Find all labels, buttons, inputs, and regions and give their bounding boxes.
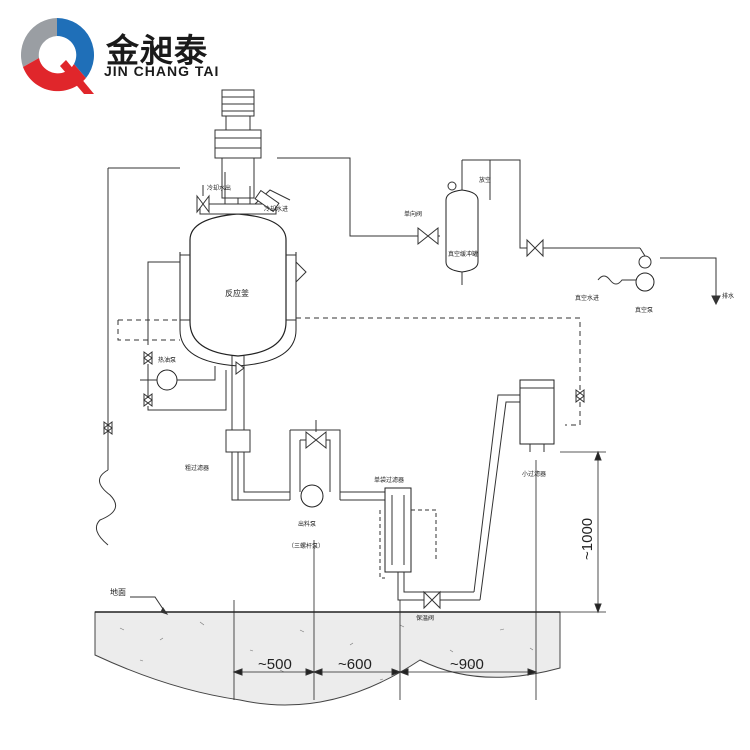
dimension-900: ~900 — [450, 656, 484, 673]
label-discharge-pump-type: （三螺杆泵） — [288, 542, 324, 550]
vacuum-line — [277, 157, 440, 237]
dimension-500: ~500 — [258, 656, 292, 673]
label-ground: 地面 — [110, 587, 126, 597]
label-vacuum-buffer: 真空缓冲罐 — [448, 250, 478, 258]
label-check-valve: 单向阀 — [404, 210, 422, 218]
coarse-filter — [225, 429, 251, 453]
return-line-dashed — [117, 317, 581, 390]
discharge-pump — [300, 484, 324, 508]
vacuum-buffer-tank — [445, 189, 479, 273]
small-filter — [519, 379, 555, 445]
vacuum-pump — [635, 272, 655, 292]
brand-logo-icon — [20, 17, 95, 94]
motor — [221, 89, 255, 117]
label-small-filter: 小过滤器 — [522, 470, 546, 478]
label-cooling-water-in: 冷却水进 — [264, 205, 288, 213]
label-coarse-filter: 粗过滤器 — [185, 464, 209, 472]
brand-name-cn: 金昶泰 — [106, 31, 208, 70]
label-vacuum-pump: 真空泵 — [635, 306, 653, 314]
ground-surface — [94, 611, 561, 706]
label-discharge-pump: 出料泵 — [298, 520, 316, 528]
label-bag-filter: 单袋过滤器 — [374, 476, 404, 484]
reactor-vessel — [189, 213, 287, 357]
dimension-600: ~600 — [338, 656, 372, 673]
label-vacuum-water-in: 真空水进 — [575, 294, 599, 302]
oil-pump — [156, 369, 178, 391]
label-oil-pump: 热油泵 — [158, 356, 176, 364]
label-reactor: 反应釜 — [225, 288, 249, 298]
label-cooling-water-out: 冷却水出 — [207, 184, 231, 192]
label-bypass-valve: 保温阀 — [416, 614, 434, 622]
brand-name-en: JIN CHANG TAI — [104, 63, 220, 79]
label-vent: 放空 — [479, 176, 491, 184]
bag-filter — [384, 487, 412, 573]
label-sewage: 排水 — [722, 292, 734, 300]
dimension-1000: ~1000 — [579, 518, 596, 560]
